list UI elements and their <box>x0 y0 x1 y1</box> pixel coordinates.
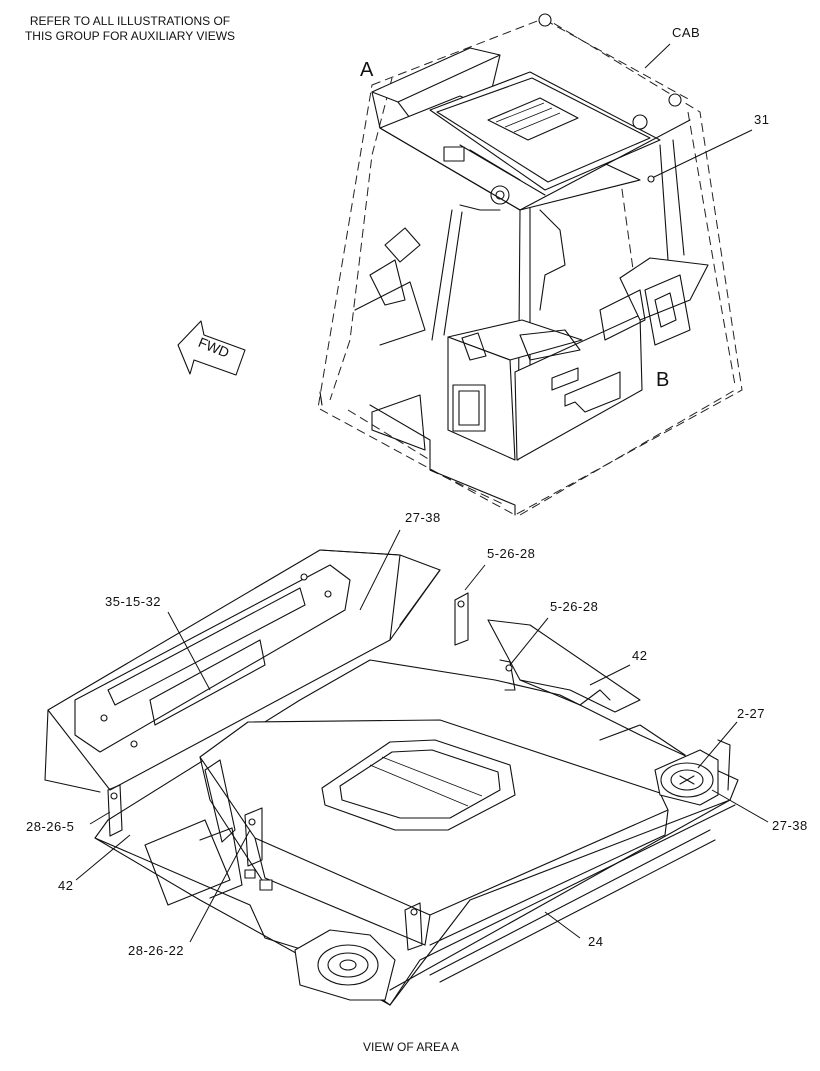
view-b-label: B <box>656 369 669 391</box>
area-a-illustration: 27-38 5-26-28 35-15-32 5-26-28 42 2-27 2… <box>26 510 808 1054</box>
note-line-2: THIS GROUP FOR AUXILIARY VIEWS <box>25 29 235 43</box>
callout-27-38-top: 27-38 <box>405 510 441 525</box>
callout-42-right: 42 <box>632 648 647 663</box>
callout-42-left: 42 <box>58 878 73 893</box>
cab-label: CAB <box>672 25 700 40</box>
callout-28-26-22: 28-26-22 <box>128 943 184 958</box>
auxiliary-views-note: REFER TO ALL ILLUSTRATIONS OF THIS GROUP… <box>25 14 235 43</box>
view-caption: VIEW OF AREA A <box>363 1040 459 1054</box>
callout-5-26-28-top: 5-26-28 <box>487 546 535 561</box>
callout-5-26-28-mid: 5-26-28 <box>550 599 598 614</box>
callout-28-26-5: 28-26-5 <box>26 819 74 834</box>
note-line-1: REFER TO ALL ILLUSTRATIONS OF <box>30 14 230 28</box>
callout-31: 31 <box>754 112 769 127</box>
callout-27-38-right: 27-38 <box>772 818 808 833</box>
cab-illustration: A B CAB 31 <box>317 13 769 516</box>
callout-24: 24 <box>588 934 603 949</box>
callout-35-15-32: 35-15-32 <box>105 594 161 609</box>
callout-2-27: 2-27 <box>737 706 765 721</box>
view-a-label: A <box>360 59 374 81</box>
fwd-direction-arrow: FWD <box>177 320 246 376</box>
